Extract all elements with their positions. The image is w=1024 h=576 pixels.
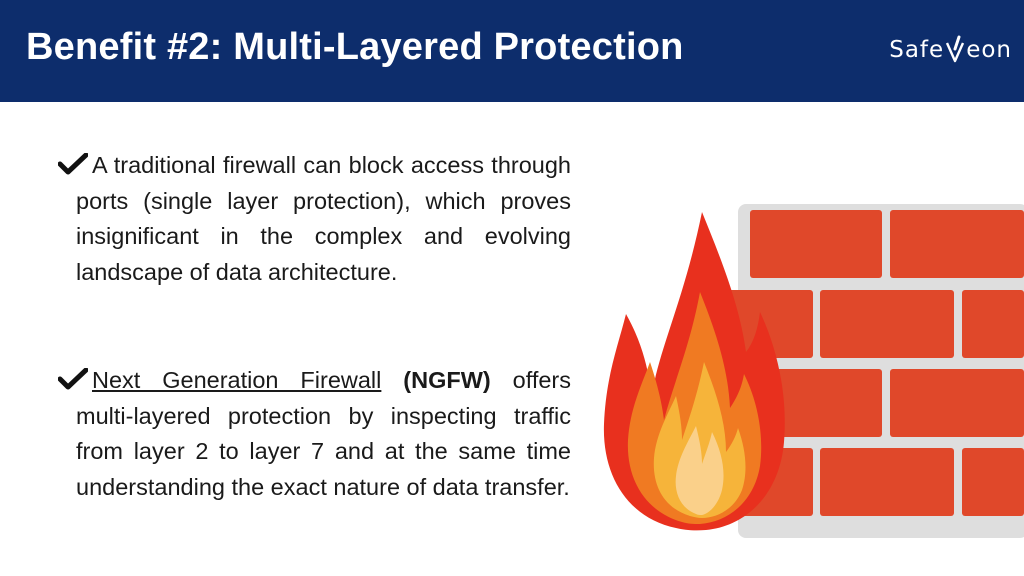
ngfw-link[interactable]: Next Generation Firewall bbox=[92, 367, 382, 393]
brick bbox=[962, 290, 1024, 358]
header-bar: Benefit #2: Multi-Layered Protection Saf… bbox=[0, 0, 1024, 102]
brick bbox=[962, 448, 1024, 516]
brick bbox=[820, 448, 954, 516]
check-icon bbox=[58, 153, 88, 175]
check-icon bbox=[58, 368, 88, 390]
ngfw-acronym: (NGFW) bbox=[381, 367, 491, 393]
flame-core bbox=[675, 426, 724, 515]
brick bbox=[890, 210, 1024, 278]
bullet-1-text: A traditional firewall can block access … bbox=[76, 152, 571, 286]
bullet-1: A traditional firewall can block access … bbox=[58, 148, 571, 291]
brick bbox=[820, 290, 954, 358]
brick bbox=[890, 369, 1024, 437]
firewall-illustration bbox=[603, 204, 1024, 538]
logo-text-right: eon bbox=[966, 37, 1012, 63]
compass-v-mark-icon bbox=[946, 35, 965, 63]
bullet-2-text: offers multi-layered protection by inspe… bbox=[76, 367, 571, 501]
bullet-2: Next Generation Firewall (NGFW) offers m… bbox=[58, 363, 571, 506]
slide-title: Benefit #2: Multi-Layered Protection bbox=[26, 26, 684, 68]
logo-text-left: Safe bbox=[889, 37, 945, 63]
safexeon-logo: Safe eon bbox=[889, 32, 1012, 68]
brick bbox=[750, 210, 882, 278]
